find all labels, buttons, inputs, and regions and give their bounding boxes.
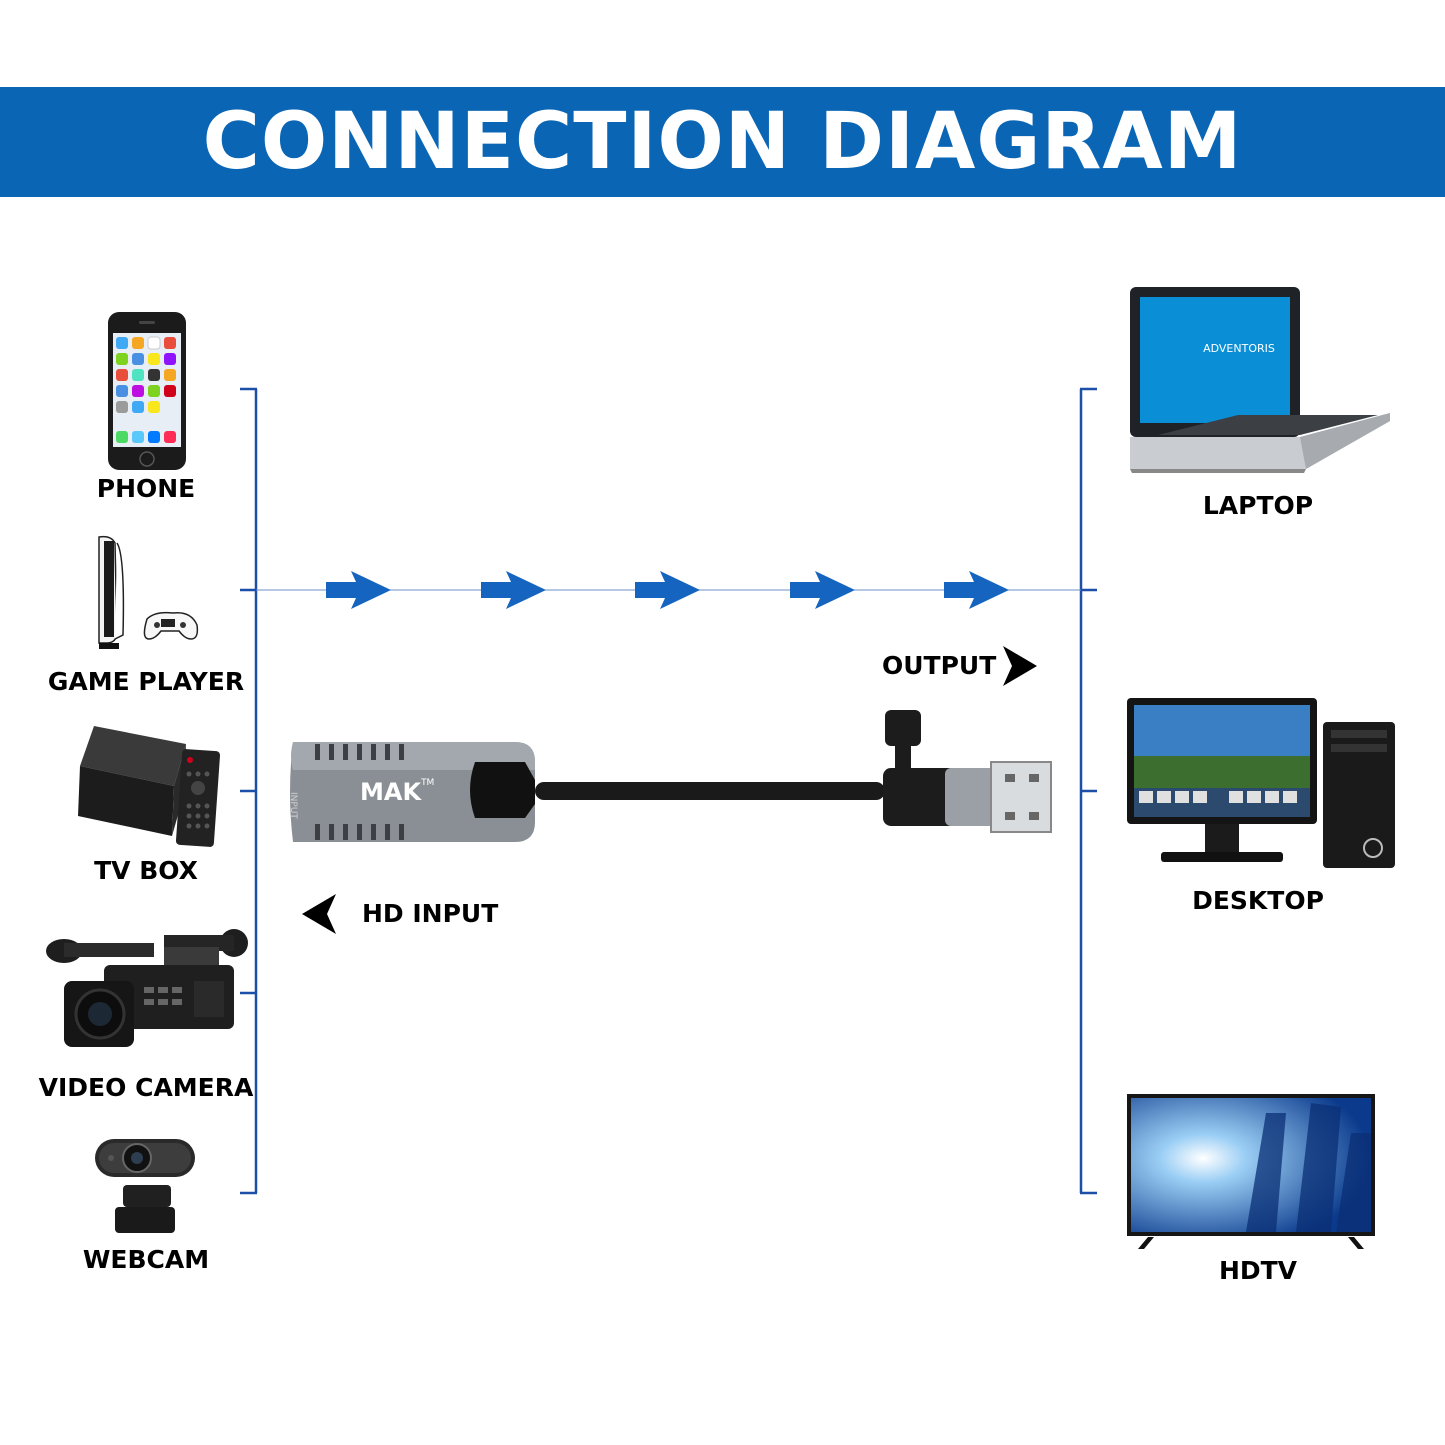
input-pointer-icon [302,894,336,934]
flow-arrow-icon [944,571,1009,609]
output-label-hdtv: HDTV [1218,1256,1298,1285]
output-label: OUTPUT [882,651,997,680]
output-label-laptop: LAPTOP [1202,491,1314,520]
hdtv-icon [1127,1094,1375,1249]
input-label-phone: PHONE [96,474,196,503]
input-label-webcam: WEBCAM [82,1245,210,1274]
page-title: CONNECTION DIAGRAM [202,97,1243,187]
input-label-game-player: GAME PLAYER [47,667,245,696]
game-console-icon [98,535,199,649]
input-bracket [240,387,258,1195]
device-trademark: TM [421,778,435,788]
output-bracket [1079,387,1097,1195]
tv-box-icon [78,726,221,847]
input-label-tv-box: TV BOX [94,856,198,885]
input-label-video-camera: VIDEO CAMERA [38,1073,254,1102]
desktop-icon [1127,698,1395,868]
flow-arrow-icon [481,571,546,609]
flow-arrow-icon [790,571,855,609]
output-pointer-icon [1003,646,1037,686]
device-brand: MAKTM [360,778,434,806]
laptop-screen-brand: ADVENTORIS [1203,342,1275,355]
phone-icon [108,312,186,470]
webcam-icon [95,1139,195,1233]
laptop-icon [1130,287,1390,473]
output-label-desktop: DESKTOP [1192,886,1324,915]
hd-input-label: HD INPUT [362,899,499,928]
flow-arrow-icon [326,571,391,609]
video-camera-icon [46,929,248,1047]
flow-arrow-icon [635,571,700,609]
device-port-label: INPUT [288,792,298,819]
flow-arrows [326,571,1009,609]
device-brand-name: MAK [360,778,422,806]
capture-card-device [290,710,1052,842]
header-band [0,87,1445,197]
